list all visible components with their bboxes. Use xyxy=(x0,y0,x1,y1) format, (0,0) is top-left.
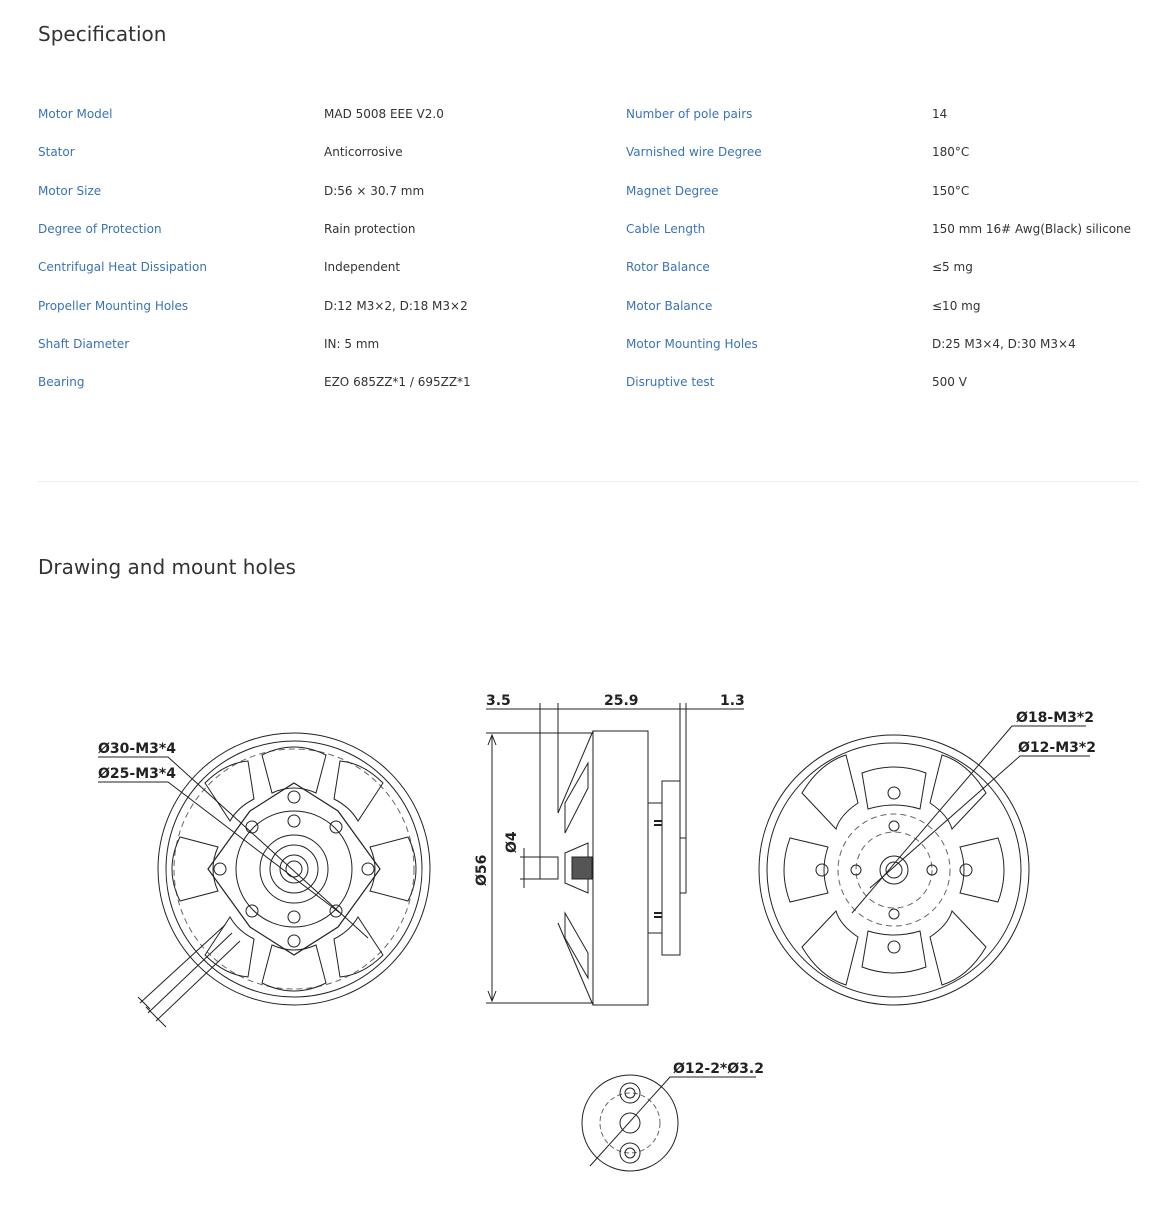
spec-row: Motor Model MAD 5008 EEE V2.0 Number of … xyxy=(38,95,1138,133)
spec-value: 500 V xyxy=(932,375,967,390)
spec-row: Propeller Mounting Holes D:12 M3×2, D:18… xyxy=(38,286,1138,324)
spec-value: EZO 685ZZ*1 / 695ZZ*1 xyxy=(324,375,471,390)
bottom-view-drawing xyxy=(98,732,431,1028)
label-d12-small: Ø12-2*Ø3.2 xyxy=(673,1061,764,1077)
label-d18: Ø18-M3*2 xyxy=(1016,710,1094,726)
label-d12: Ø12-M3*2 xyxy=(1018,740,1096,756)
spec-row: Shaft Diameter IN: 5 mm Motor Mounting H… xyxy=(38,325,1138,363)
spec-label: Number of pole pairs xyxy=(626,107,753,122)
spec-row: Motor Size D:56 × 30.7 mm Magnet Degree … xyxy=(38,172,1138,210)
spec-label: Motor Model xyxy=(38,107,113,122)
label-d30: Ø30-M3*4 xyxy=(98,741,176,757)
spec-value: D:12 M3×2, D:18 M3×2 xyxy=(324,298,468,313)
spec-row: Bearing EZO 685ZZ*1 / 695ZZ*1 Disruptive… xyxy=(38,363,1138,401)
spec-label: Motor Size xyxy=(38,183,102,198)
spec-value: Rain protection xyxy=(324,222,416,237)
shaft-cap-drawing xyxy=(581,1074,756,1172)
spec-label: Propeller Mounting Holes xyxy=(38,298,189,313)
spec-value: Anticorrosive xyxy=(324,145,403,160)
section-divider xyxy=(38,481,1138,482)
label-dim-3.5: 3.5 xyxy=(486,693,511,709)
spec-value: MAD 5008 EEE V2.0 xyxy=(324,107,444,122)
spec-label: Centrifugal Heat Dissipation xyxy=(38,260,207,275)
spec-value: ≤5 mg xyxy=(932,260,973,275)
spec-label: Bearing xyxy=(38,375,85,390)
label-d4: Ø4 xyxy=(504,831,520,853)
spec-label: Rotor Balance xyxy=(626,260,710,275)
spec-value: 180°C xyxy=(932,145,970,160)
top-view-drawing xyxy=(758,725,1090,1006)
spec-value: Independent xyxy=(324,260,401,275)
spec-label: Motor Balance xyxy=(626,298,713,313)
label-dim-25.9: 25.9 xyxy=(604,693,639,709)
spec-label: Stator xyxy=(38,145,75,160)
spec-label: Motor Mounting Holes xyxy=(626,336,758,351)
spec-label: Degree of Protection xyxy=(38,222,162,237)
spec-table: Motor Model MAD 5008 EEE V2.0 Number of … xyxy=(38,95,1138,401)
spec-value: 150 mm 16# Awg(Black) silicone xyxy=(932,222,1132,237)
spec-value: IN: 5 mm xyxy=(324,336,380,351)
specification-title: Specification xyxy=(38,22,167,46)
spec-value: 14 xyxy=(932,107,948,122)
spec-label: Shaft Diameter xyxy=(38,336,130,351)
motor-drawing: Ø30-M3*4 Ø25-M3*4 3.5 25.9 1.3 Ø56 Ø4 xyxy=(98,693,1096,1172)
spec-label: Varnished wire Degree xyxy=(626,145,762,160)
label-dim-1.3: 1.3 xyxy=(720,693,745,709)
spec-label: Magnet Degree xyxy=(626,183,719,198)
label-d56: Ø56 xyxy=(474,855,490,886)
spec-label: Cable Length xyxy=(626,222,706,237)
spec-row: Centrifugal Heat Dissipation Independent… xyxy=(38,248,1138,286)
spec-value: ≤10 mg xyxy=(932,298,981,313)
spec-value: 150°C xyxy=(932,183,970,198)
spec-value: D:56 × 30.7 mm xyxy=(324,183,425,198)
label-d25: Ø25-M3*4 xyxy=(98,766,176,782)
spec-label: Disruptive test xyxy=(626,375,715,390)
side-view-drawing xyxy=(486,703,744,1006)
drawing-title: Drawing and mount holes xyxy=(38,555,296,579)
spec-row: Degree of Protection Rain protection Cab… xyxy=(38,210,1138,248)
spec-row: Stator Anticorrosive Varnished wire Degr… xyxy=(38,133,1138,171)
spec-value: D:25 M3×4, D:30 M3×4 xyxy=(932,336,1076,351)
